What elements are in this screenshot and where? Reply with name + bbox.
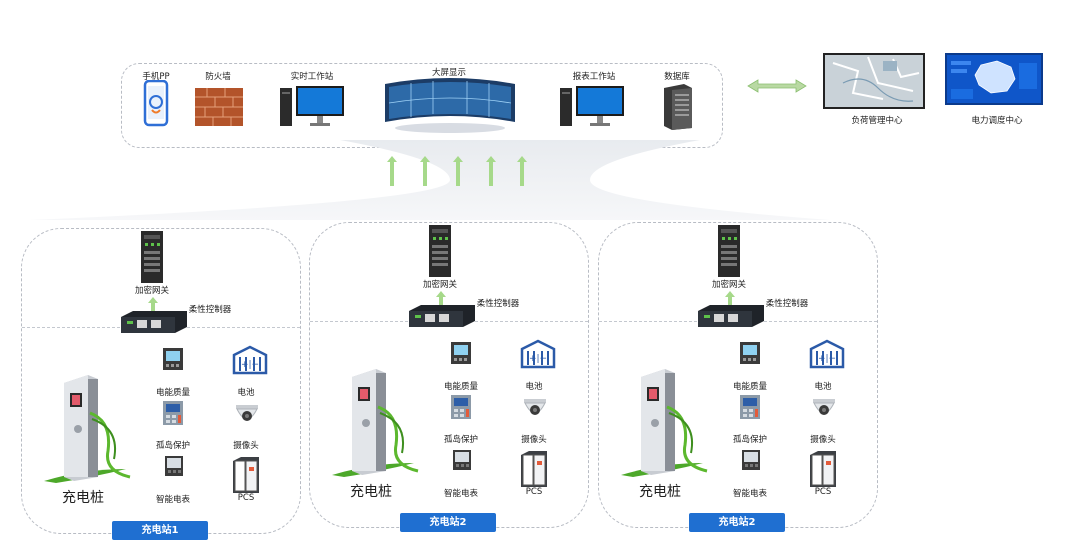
station-name-tag: 充电站2 (689, 513, 785, 532)
gateway-label: 加密网关 (134, 286, 170, 296)
gateway-label: 加密网关 (422, 280, 458, 290)
charging-pile-label: 充电桩 (639, 484, 681, 500)
device-label: PCS (525, 487, 543, 497)
device-label: 摄像头 (810, 435, 836, 445)
charging-station-box: 加密网关柔性控制器充电桩 电能质量 +|− 电池孤岛保护 摄像头智能电表 PCS 充电站1 (21, 228, 301, 540)
battery-icon: +|− (807, 339, 847, 373)
top-device-label: 数据库 (664, 72, 690, 82)
pcs-cabinet-icon (231, 455, 261, 499)
up-arrow-icon (725, 291, 735, 311)
encryption-gateway-icon (427, 225, 453, 281)
flexible-controller-icon (407, 303, 477, 331)
database-server-icon (664, 84, 692, 130)
station-name-tag: 充电站2 (400, 513, 496, 532)
device-label: 摄像头 (233, 441, 259, 451)
power-quality-meter-icon (162, 347, 184, 375)
controller-label: 柔性控制器 (188, 305, 232, 315)
camera-icon (522, 399, 548, 425)
upload-arrows (387, 156, 527, 186)
up-arrow-icon (148, 297, 158, 317)
map-screen-icon (823, 53, 925, 109)
power-quality-meter-icon (450, 341, 472, 369)
flexible-controller-icon (119, 309, 189, 337)
station-name-tag: 充电站1 (112, 521, 208, 540)
top-device-label: 手机PP (142, 72, 170, 82)
charging-pile-icon (611, 353, 721, 483)
device-label: 孤岛保护 (155, 441, 191, 451)
smart-meter-icon (164, 455, 184, 481)
pcs-cabinet-icon (808, 449, 838, 493)
battery-icon: +|− (230, 345, 270, 379)
bidirectional-arrow-icon (747, 79, 807, 93)
battery-icon: +|− (518, 339, 558, 373)
charging-station-box: 加密网关柔性控制器充电桩 电能质量 +|− 电池孤岛保护 摄像头智能电表 PCS 充电站2 (309, 222, 589, 532)
phone-app-icon (143, 80, 169, 127)
controller-label: 柔性控制器 (765, 299, 809, 309)
svg-text:+|−: +|− (241, 360, 259, 370)
video-wall-icon (385, 78, 515, 133)
islanding-protection-icon (450, 394, 472, 424)
camera-icon (234, 405, 260, 431)
charging-pile-icon (322, 353, 432, 483)
islanding-protection-icon (162, 400, 184, 430)
device-label: PCS (237, 493, 255, 503)
up-arrow-icon (436, 291, 446, 311)
device-label: 孤岛保护 (732, 435, 768, 445)
device-label: 电能质量 (443, 382, 479, 392)
smart-meter-icon (741, 449, 761, 475)
center-label: 负荷管理中心 (851, 116, 903, 126)
uplink-funnel (30, 140, 830, 220)
svg-text:+|−: +|− (818, 354, 836, 364)
device-label: 智能电表 (443, 489, 479, 499)
device-label: PCS (814, 487, 832, 497)
power-quality-meter-icon (739, 341, 761, 369)
top-device-label: 报表工作站 (572, 72, 616, 82)
charging-pile-label: 充电桩 (62, 490, 104, 506)
device-label: 摄像头 (521, 435, 547, 445)
device-label: 电能质量 (732, 382, 768, 392)
firewall-icon (195, 88, 243, 126)
device-label: 电池 (525, 382, 543, 392)
top-device-label: 防火墙 (205, 72, 231, 82)
smart-meter-icon (452, 449, 472, 475)
device-label: 智能电表 (155, 495, 191, 505)
device-label: 电池 (237, 388, 255, 398)
workstation-icon (560, 86, 624, 126)
charging-pile-icon (34, 359, 144, 489)
device-label: 智能电表 (732, 489, 768, 499)
device-label: 电池 (814, 382, 832, 392)
encryption-gateway-icon (716, 225, 742, 281)
controller-label: 柔性控制器 (476, 299, 520, 309)
islanding-protection-icon (739, 394, 761, 424)
camera-icon (811, 399, 837, 425)
china-map-screen-icon (945, 53, 1043, 105)
pcs-cabinet-icon (519, 449, 549, 493)
encryption-gateway-icon (139, 231, 165, 287)
gateway-label: 加密网关 (711, 280, 747, 290)
top-device-label: 实时工作站 (290, 72, 334, 82)
center-label: 电力调度中心 (971, 116, 1023, 126)
top-device-label: 大屏显示 (431, 68, 467, 78)
charging-station-box: 加密网关柔性控制器充电桩 电能质量 +|− 电池孤岛保护 摄像头智能电表 PCS 充电站2 (598, 222, 878, 532)
workstation-icon (280, 86, 344, 126)
charging-pile-label: 充电桩 (350, 484, 392, 500)
svg-text:+|−: +|− (529, 354, 547, 364)
device-label: 孤岛保护 (443, 435, 479, 445)
flexible-controller-icon (696, 303, 766, 331)
device-label: 电能质量 (155, 388, 191, 398)
